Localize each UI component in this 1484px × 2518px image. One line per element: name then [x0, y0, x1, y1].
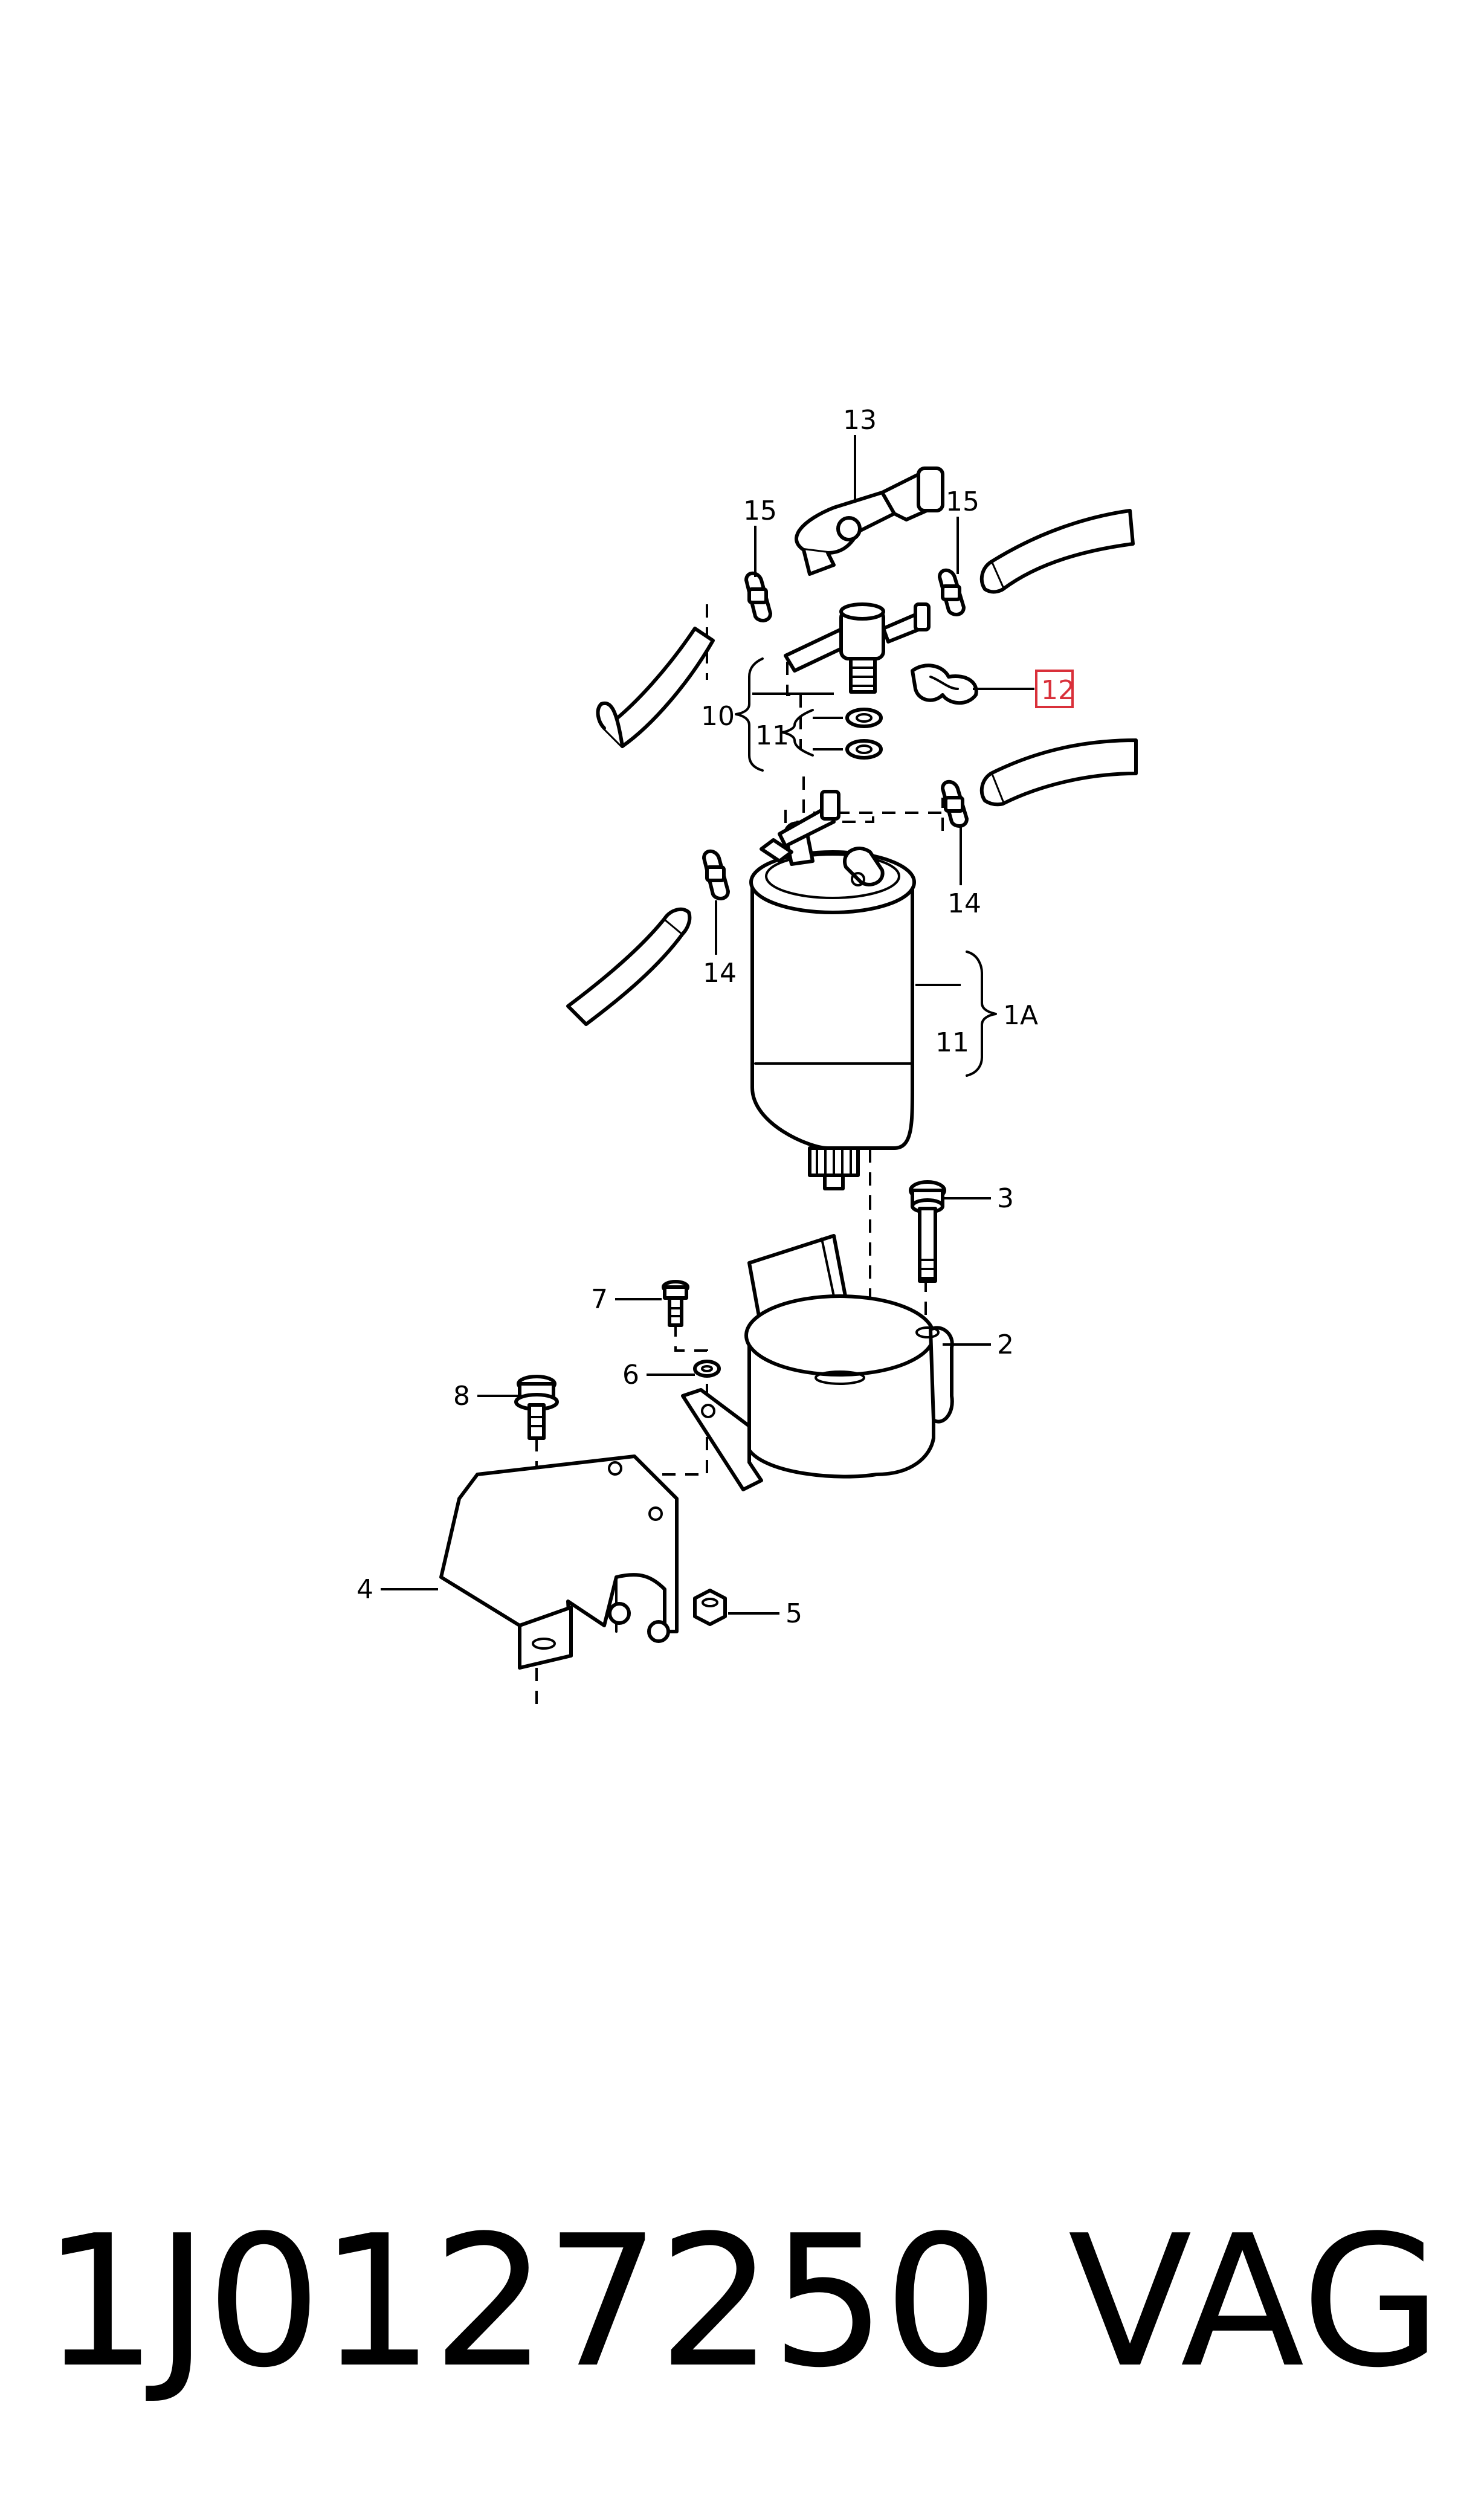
callout-6: 6 [622, 1360, 639, 1390]
callout-7: 7 [591, 1284, 608, 1315]
bolt-8 [514, 1375, 559, 1440]
callout-11-side: 11 [935, 1027, 969, 1058]
leader-lines [381, 435, 1034, 1615]
callout-10: 10 [701, 701, 735, 732]
t-piece-10 [784, 602, 931, 694]
bolt-7 [662, 1280, 689, 1327]
fuel-filter-1a [749, 790, 916, 1190]
o-rings-11 [845, 708, 883, 760]
callout-13: 13 [843, 405, 877, 436]
mounting-plate-4 [439, 1454, 679, 1670]
hose-middle-right [979, 738, 1138, 807]
hose-upper-left [596, 627, 715, 748]
callout-2: 2 [997, 1329, 1014, 1360]
callout-15-left: 15 [743, 496, 777, 526]
callout-8: 8 [453, 1381, 470, 1412]
washer-6 [693, 1360, 721, 1378]
bolt-3 [909, 1180, 946, 1283]
callout-5: 5 [786, 1598, 802, 1629]
hose-lower-left [566, 907, 692, 1026]
braces [735, 657, 997, 1077]
nut-5 [693, 1589, 727, 1626]
clip-12 [911, 663, 978, 705]
callout-14-left: 14 [703, 958, 737, 989]
part-number: 1J0127250 [42, 2197, 999, 2407]
callout-12: 12 [1041, 675, 1075, 706]
callout-labels: 13 15 15 10 11 12 14 14 11 1A 3 2 7 6 8 … [356, 405, 1075, 1629]
hose-clamp-15-right [938, 568, 966, 616]
callout-4: 4 [356, 1574, 373, 1605]
holder-bracket-2 [681, 1234, 954, 1491]
callout-12-box [1035, 670, 1074, 708]
callout-15-right: 15 [946, 486, 979, 517]
brand-name: VAG [1068, 2197, 1442, 2407]
callout-3: 3 [997, 1183, 1014, 1214]
callout-1a: 1A [1003, 1000, 1038, 1031]
connector-13 [795, 466, 944, 576]
hose-clamp-14-left [702, 849, 730, 900]
callout-14-right: 14 [947, 888, 981, 919]
hose-clamp-14-right [941, 780, 969, 828]
callout-11-top: 11 [755, 720, 789, 751]
hose-upper-right [979, 509, 1135, 594]
hose-clamp-15-left [744, 571, 772, 622]
